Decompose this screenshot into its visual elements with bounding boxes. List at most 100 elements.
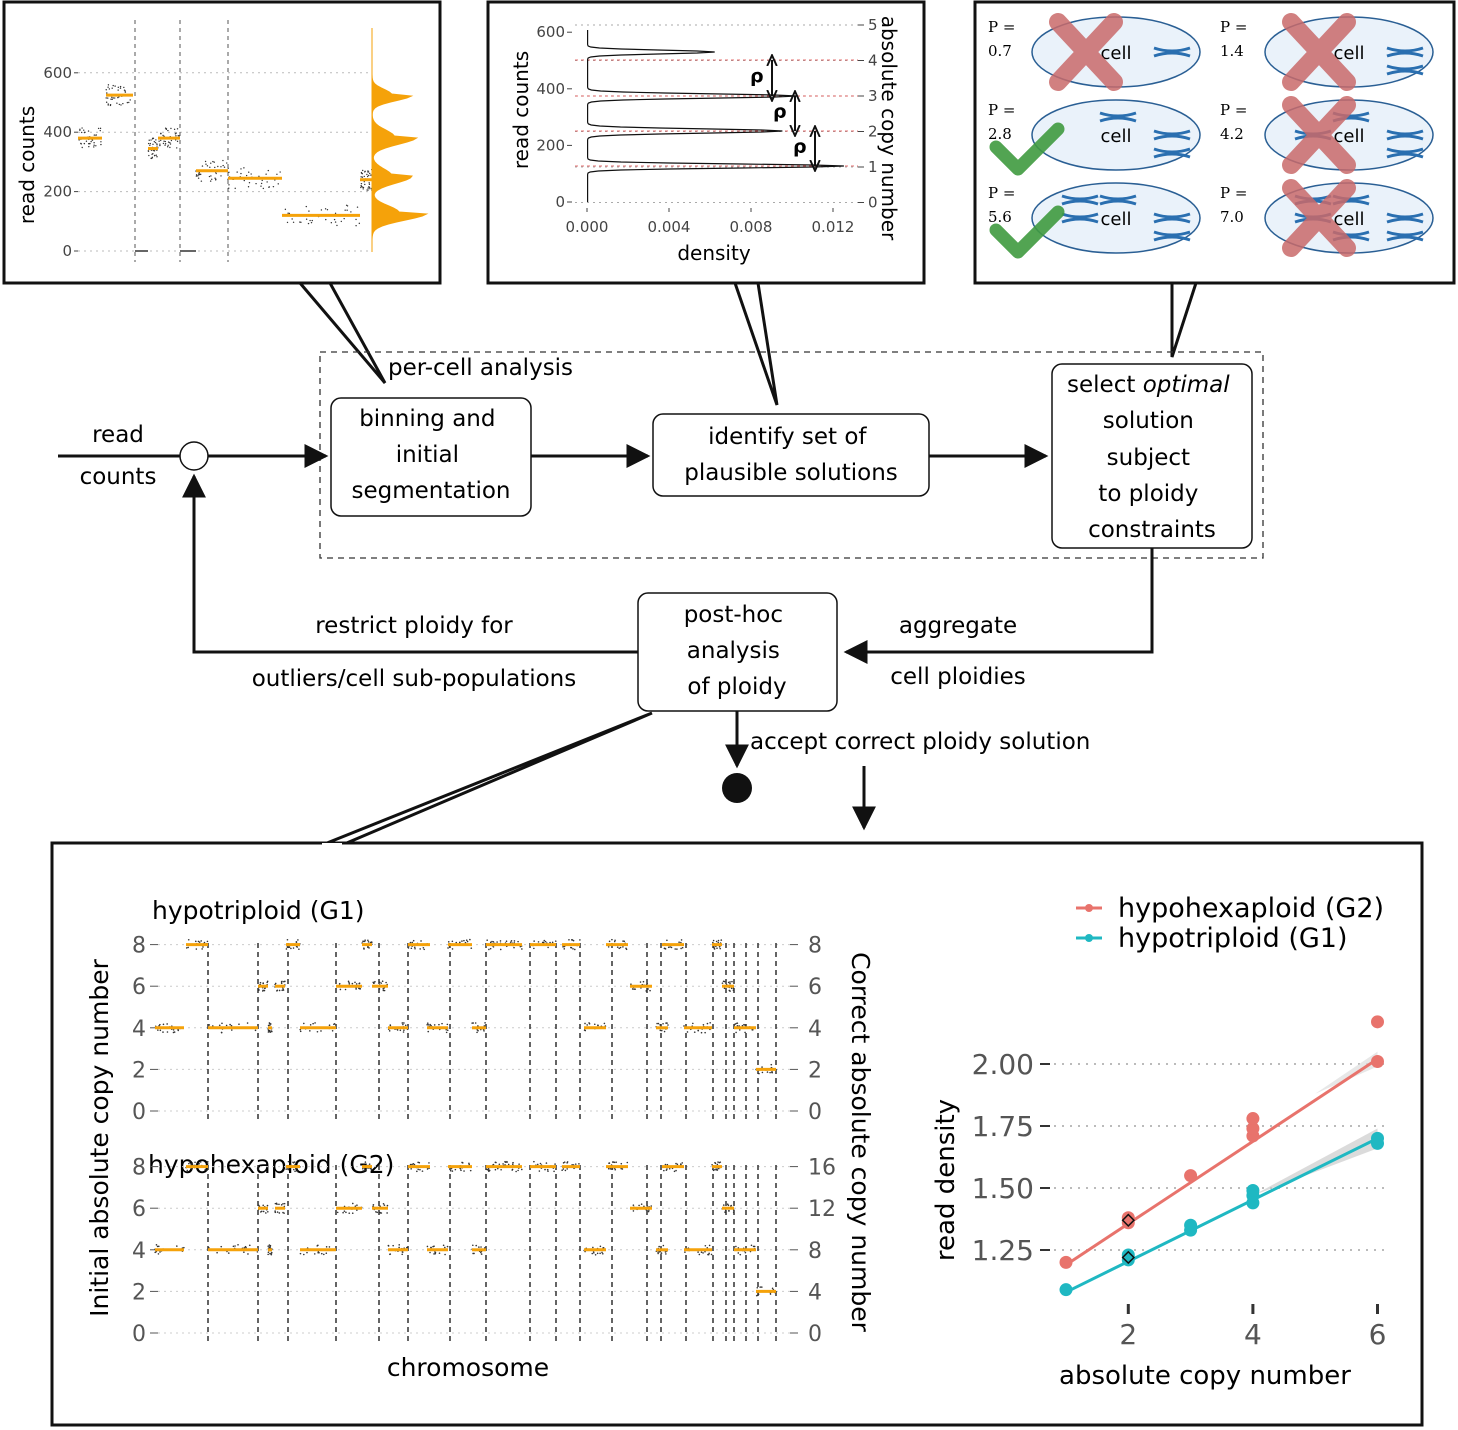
g1-bin-point [185, 947, 188, 949]
g2-bin-point [658, 1251, 661, 1253]
panel1-point [215, 172, 217, 175]
g2-bin-point [343, 1210, 346, 1212]
g1-bin-point [173, 1031, 176, 1033]
g1-left-tick: 8 [132, 934, 146, 959]
panel1-point [99, 129, 101, 132]
g1-bin-point [218, 1024, 221, 1027]
g1-bin-point [649, 989, 651, 992]
panel1-point [114, 85, 116, 87]
panel1-point [117, 96, 119, 99]
chromosome-icon [1153, 147, 1191, 159]
g2-bin-point [708, 1244, 711, 1247]
g2-bin-point [292, 1161, 294, 1164]
g2-bin-point [306, 1251, 308, 1254]
panel1-point [226, 162, 228, 164]
g2-bin-point [265, 1212, 267, 1214]
g1-bin-point [551, 941, 554, 944]
box-binning: binning and initial segmentation [330, 397, 532, 517]
box-select-line1a: select [1067, 372, 1143, 398]
svg-text:binning and initial: binning and initial segmentation [351, 406, 510, 504]
g1-left-tick: 0 [132, 1100, 146, 1125]
g1-bin-point [202, 946, 204, 948]
panel1-point [248, 171, 250, 173]
panel1-point [334, 221, 337, 223]
panel1-point [360, 172, 363, 174]
g2-bin-point [159, 1251, 161, 1253]
g1-bin-point [401, 1022, 404, 1024]
g2-bin-point [684, 1251, 686, 1253]
panel1-point [128, 101, 130, 104]
g2-bin-point [401, 1253, 404, 1256]
g2-bin-point [356, 1204, 358, 1206]
g2-bin-point [608, 1162, 610, 1165]
g1-bin-point [466, 940, 469, 943]
bottom-xlabel: chromosome [387, 1353, 549, 1382]
g1-bin-point [486, 939, 488, 941]
g2-bin-point [421, 1170, 424, 1172]
g1-bin-point [630, 983, 632, 986]
panel1-point [105, 101, 108, 103]
g2-bin-point [494, 1168, 497, 1171]
panel1-point [170, 127, 172, 130]
g2-bin-point [369, 1167, 372, 1170]
g1-bin-point [230, 1024, 233, 1027]
g1-bin-point [716, 947, 718, 950]
g2-bin-point [518, 1163, 520, 1165]
chromosome-arm [1153, 129, 1191, 141]
panel1-point [122, 102, 124, 105]
g2-bin-point [294, 1170, 296, 1173]
g2-bin-point [267, 1253, 269, 1256]
box-select: select optimal solution subject to ploid… [1051, 363, 1253, 549]
g2-bin-point [714, 1168, 716, 1171]
g2-bin-point [262, 1210, 265, 1213]
g2-bin-point [512, 1161, 514, 1164]
panel1-point [272, 185, 275, 188]
chromosome-icon [1386, 230, 1424, 242]
g1-bin-point [681, 946, 684, 949]
g1-bin-point [389, 1024, 392, 1027]
g1-bin-point [381, 980, 384, 983]
g2-bin-point [183, 1246, 185, 1249]
panel1-point [170, 139, 173, 142]
chromosome-icon [1153, 46, 1191, 58]
g1-bin-point [413, 946, 416, 949]
g1-bin-point [570, 946, 572, 949]
flow-diagram: per-cell analysis read counts binning an… [58, 351, 1264, 831]
g2-bin-point [724, 1209, 727, 1212]
panel1-point [368, 183, 371, 186]
g1-right-tick: 0 [808, 1100, 822, 1125]
panel1-point [159, 143, 161, 145]
g1-bin-point [283, 980, 285, 983]
g1-bin-point [588, 1022, 591, 1025]
per-cell-label: per-cell analysis [388, 355, 573, 381]
panel1-point [222, 164, 224, 167]
g1-bin-point [407, 947, 410, 949]
g1-title: hypotriploid (G1) [152, 896, 365, 925]
panel1-point [99, 127, 102, 130]
g1-bin-point [221, 1022, 223, 1025]
g2-bin-point [345, 1211, 347, 1214]
g2-bin-point [468, 1163, 471, 1166]
g1-bin-point [338, 982, 341, 985]
g1-bin-point [358, 987, 360, 990]
panel1-point [286, 221, 289, 224]
g1-bin-point [751, 1029, 754, 1031]
g1-bin-point [464, 941, 467, 944]
g2-bin-point [266, 1204, 269, 1207]
g2-bin-point [243, 1251, 245, 1254]
g2-bin-point [392, 1244, 394, 1247]
g1-bin-point [734, 1023, 737, 1025]
panel1-point [119, 85, 122, 88]
panel1-point [167, 146, 169, 148]
g1-bin-point [463, 939, 465, 942]
panel1-point [150, 139, 152, 141]
box-identify-line2: plausible solutions [684, 460, 898, 486]
ploidy-value: 1.4 [1220, 42, 1244, 60]
g1-bin-point [572, 948, 574, 950]
g1-bin-point [347, 980, 350, 983]
g1-bin-point [732, 987, 735, 989]
g1-bin-point [607, 946, 610, 948]
g1-bin-point [491, 940, 493, 943]
g2-bin-point [472, 1252, 474, 1255]
panel1-point [210, 175, 212, 177]
